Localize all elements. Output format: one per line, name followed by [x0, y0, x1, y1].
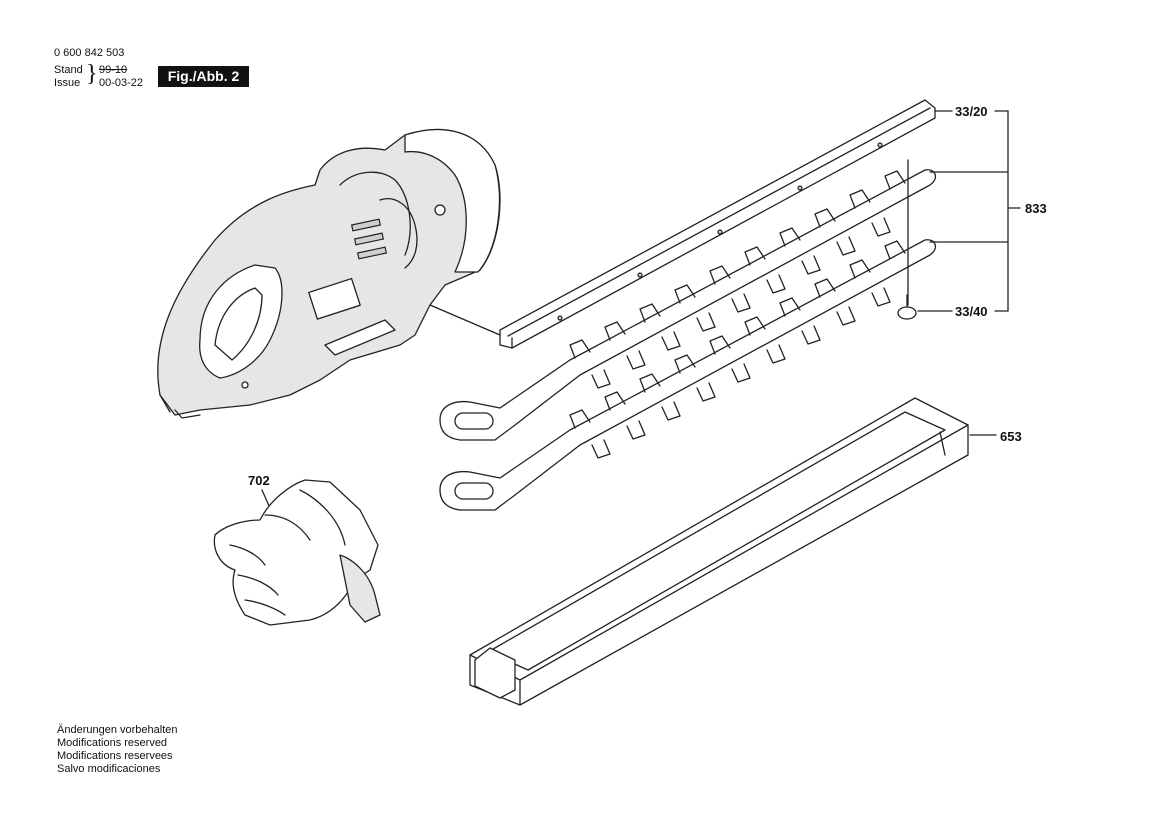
- screw: [897, 159, 917, 320]
- blade-cover: [469, 397, 969, 706]
- leader-housing: [429, 304, 501, 336]
- trimmer-housing: [157, 128, 501, 419]
- callout-gloves: 702: [248, 473, 270, 488]
- gloves: [213, 479, 381, 626]
- footer-note: Modifications reserved: [57, 737, 168, 749]
- lower-blade: [439, 239, 937, 511]
- stand-label: Stand: [54, 64, 83, 76]
- issue-date: 00-03-22: [99, 77, 144, 89]
- callout-screw: 33/40: [955, 304, 988, 319]
- footer-note: Änderungen vorbehalten: [57, 724, 178, 736]
- footer-note: Modifications reservees: [57, 750, 173, 762]
- callout-blade-cover: 653: [1000, 429, 1022, 444]
- callout-leaders: [261, 110, 1021, 509]
- old-date: 99-10: [99, 64, 128, 76]
- part-number: 0 600 842 503: [54, 47, 125, 59]
- upper-blade: [439, 169, 937, 441]
- callout-rail: 33/20: [955, 104, 988, 119]
- footer-note: Salvo modificaciones: [57, 763, 161, 775]
- figure-label: Fig./Abb. 2: [158, 66, 249, 87]
- guide-rail: [499, 99, 936, 349]
- callout-blade-set: 833: [1025, 201, 1047, 216]
- issue-label: Issue: [54, 77, 81, 89]
- brace-icon: }: [86, 61, 98, 87]
